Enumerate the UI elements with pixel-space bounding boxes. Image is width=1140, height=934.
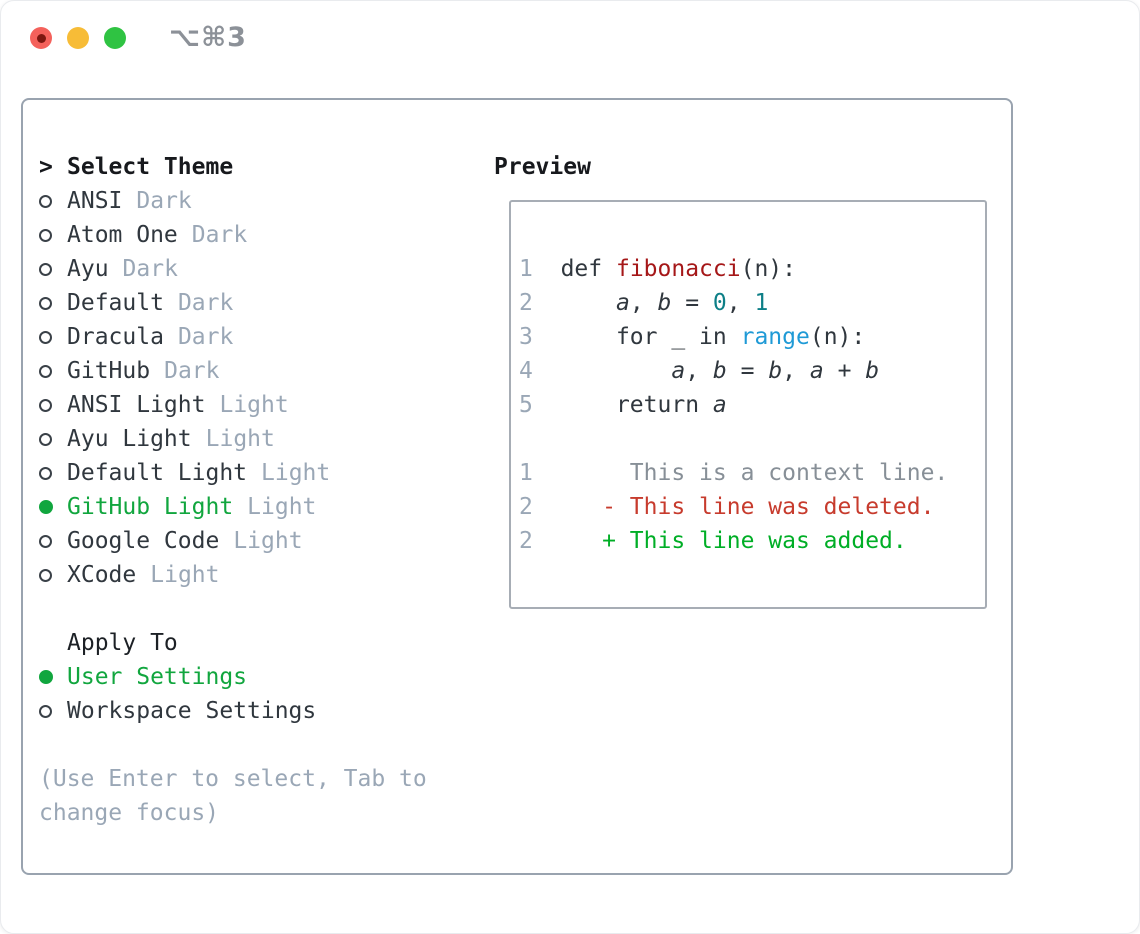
theme-option-xcode[interactable]: XCode Light bbox=[39, 558, 489, 592]
option-label: Ayu Light bbox=[67, 426, 192, 452]
line-number: 2 bbox=[519, 290, 533, 316]
apply-to-title: Apply To bbox=[67, 630, 178, 656]
record-dot-icon bbox=[36, 33, 46, 43]
option-label: Google Code bbox=[67, 528, 220, 554]
theme-variant-tag: Light bbox=[261, 460, 331, 486]
radio-off-icon bbox=[39, 194, 67, 208]
code-line: 1 def fibonacci(n): bbox=[519, 256, 796, 282]
radio-off-icon bbox=[39, 568, 67, 582]
preview-box: 1 def fibonacci(n): 2 a, b = 0, 1 3 for _ … bbox=[509, 200, 987, 609]
radio-off-icon bbox=[39, 364, 67, 378]
option-label: Default bbox=[67, 290, 164, 316]
theme-variant-tag: Dark bbox=[136, 188, 192, 214]
option-label: User Settings bbox=[67, 664, 248, 690]
theme-option-ayu-light[interactable]: Ayu Light Light bbox=[39, 422, 489, 456]
theme-option-ansi[interactable]: ANSI Dark bbox=[39, 184, 489, 218]
maximize-button[interactable] bbox=[104, 27, 126, 49]
radio-off-icon bbox=[39, 330, 67, 344]
apply-to-header: Apply To bbox=[39, 626, 489, 660]
close-button[interactable] bbox=[30, 27, 52, 49]
hint-text: (Use Enter to select, Tab to bbox=[39, 766, 427, 792]
select-theme-header: > Select Theme bbox=[39, 150, 489, 184]
select-theme-title: Select Theme bbox=[67, 154, 234, 180]
apply-option-workspace-settings[interactable]: Workspace Settings bbox=[39, 694, 489, 728]
radio-off-icon bbox=[39, 432, 67, 446]
line-number: 2 bbox=[519, 494, 533, 520]
spacer bbox=[39, 592, 489, 626]
hint-text: change focus) bbox=[39, 800, 220, 826]
radio-off-icon bbox=[39, 704, 67, 718]
minimize-button[interactable] bbox=[67, 27, 89, 49]
code-line: 1 This is a context line. bbox=[519, 460, 949, 486]
option-label: Atom One bbox=[67, 222, 178, 248]
theme-option-default-light[interactable]: Default Light Light bbox=[39, 456, 489, 490]
radio-on-icon bbox=[39, 670, 67, 684]
spacer bbox=[39, 728, 489, 762]
radio-off-icon bbox=[39, 262, 67, 276]
code-line bbox=[519, 422, 985, 456]
code-line: 2 + This line was added. bbox=[519, 528, 907, 554]
theme-variant-tag: Light bbox=[150, 562, 220, 588]
theme-variant-tag: Dark bbox=[177, 290, 234, 316]
theme-variant-tag: Dark bbox=[191, 222, 248, 248]
code-preview: 1 def fibonacci(n): 2 a, b = 0, 1 3 for _ … bbox=[511, 202, 985, 558]
theme-option-ayu[interactable]: Ayu Dark bbox=[39, 252, 489, 286]
option-label: ANSI Light bbox=[67, 392, 206, 418]
theme-option-atom-one[interactable]: Atom One Dark bbox=[39, 218, 489, 252]
option-label: Workspace Settings bbox=[67, 698, 317, 724]
radio-off-icon bbox=[39, 466, 67, 480]
line-number: 4 bbox=[519, 358, 533, 384]
theme-option-github-light[interactable]: GitHub Light Light bbox=[39, 490, 489, 524]
theme-option-google-code[interactable]: Google Code Light bbox=[39, 524, 489, 558]
option-label: GitHub Light bbox=[67, 494, 234, 520]
code-line: 2 a, b = 0, 1 bbox=[519, 290, 769, 316]
theme-variant-tag: Dark bbox=[177, 324, 234, 350]
window-title: ⌥⌘3 bbox=[169, 22, 247, 53]
radio-off-icon bbox=[39, 398, 67, 412]
option-label: Default Light bbox=[67, 460, 248, 486]
chevron-icon: > bbox=[39, 154, 53, 180]
theme-option-ansi-light[interactable]: ANSI Light Light bbox=[39, 388, 489, 422]
theme-variant-tag: Light bbox=[219, 392, 289, 418]
radio-off-icon bbox=[39, 228, 67, 242]
option-label: GitHub bbox=[67, 358, 151, 384]
line-number: 2 bbox=[519, 528, 533, 554]
theme-variant-tag: Light bbox=[233, 528, 303, 554]
apply-option-user-settings[interactable]: User Settings bbox=[39, 660, 489, 694]
theme-option-default[interactable]: Default Dark bbox=[39, 286, 489, 320]
line-number: 1 bbox=[519, 256, 533, 282]
code-line: 4 a, b = b, a + b bbox=[519, 358, 880, 384]
option-label: Ayu bbox=[67, 256, 109, 282]
line-number: 1 bbox=[519, 460, 533, 486]
line-number: 3 bbox=[519, 324, 533, 350]
theme-option-github[interactable]: GitHub Dark bbox=[39, 354, 489, 388]
option-label: ANSI bbox=[67, 188, 123, 214]
option-label: Dracula bbox=[67, 324, 164, 350]
theme-variant-tag: Dark bbox=[122, 256, 178, 282]
theme-variant-tag: Dark bbox=[164, 358, 220, 384]
theme-variant-tag: Light bbox=[205, 426, 275, 452]
radio-off-icon bbox=[39, 534, 67, 548]
theme-option-dracula[interactable]: Dracula Dark bbox=[39, 320, 489, 354]
radio-off-icon bbox=[39, 296, 67, 310]
hint-text-block: (Use Enter to select, Tab to change focus… bbox=[39, 762, 489, 830]
code-line: 3 for _ in range(n): bbox=[519, 324, 866, 350]
radio-on-icon bbox=[39, 500, 67, 514]
line-number: 5 bbox=[519, 392, 533, 418]
preview-title: Preview bbox=[494, 154, 591, 180]
code-line: 5 return a bbox=[519, 392, 727, 418]
code-line: 2 - This line was deleted. bbox=[519, 494, 935, 520]
theme-variant-tag: Light bbox=[247, 494, 317, 520]
option-label: XCode bbox=[67, 562, 137, 588]
